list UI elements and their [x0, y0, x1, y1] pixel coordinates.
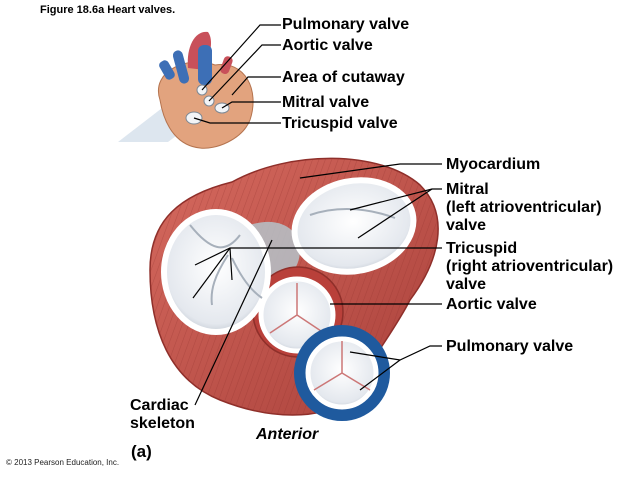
copyright-notice: © 2013 Pearson Education, Inc. [6, 458, 120, 467]
label-top-tricuspid-valve: Tricuspid valve [282, 115, 398, 132]
figure-title: Figure 18.6a Heart valves. [40, 4, 176, 16]
label-myocardium: Myocardium [446, 156, 541, 173]
label-mitral-valve: Mitral (left atrioventricular) valve [446, 181, 602, 235]
label-mitral-line3: valve [446, 217, 487, 234]
label-tricuspid-line1: Tricuspid [446, 240, 518, 257]
orientation-anterior: Anterior [256, 426, 319, 443]
mitral-valve-graphic [291, 177, 417, 275]
pulmonary-trunk-small [198, 45, 212, 85]
label-tricuspid-valve: Tricuspid (right atrioventricular) valve [446, 240, 613, 294]
label-mitral-line1: Mitral [446, 181, 489, 198]
main-leader-lines [192, 163, 442, 406]
pulmonary-valve-graphic [294, 325, 390, 421]
inset-leader-lines [193, 24, 281, 124]
label-mitral-line2: (left atrioventricular) [446, 199, 602, 216]
label-cardiac-skeleton: Cardiac skeleton [130, 397, 195, 433]
label-cardiac-skeleton-line2: skeleton [130, 415, 195, 432]
label-top-pulmonary-valve: Pulmonary valve [282, 16, 410, 33]
label-tricuspid-line2: (right atrioventricular) [446, 258, 614, 275]
aortic-valve-graphic [258, 276, 336, 354]
label-pulmonary-valve: Pulmonary valve [446, 338, 574, 355]
vena-cava [172, 50, 190, 84]
heart-inset-diagram [118, 31, 254, 149]
label-aortic-valve: Aortic valve [446, 296, 537, 313]
tricuspid-valve-graphic [161, 209, 271, 335]
label-cardiac-skeleton-line1: Cardiac [130, 397, 189, 414]
label-top-mitral-valve: Mitral valve [282, 94, 370, 111]
panel-letter: (a) [131, 442, 152, 461]
label-tricuspid-line3: valve [446, 276, 487, 293]
label-area-of-cutaway: Area of cutaway [282, 69, 405, 86]
label-top-aortic-valve: Aortic valve [282, 37, 373, 54]
